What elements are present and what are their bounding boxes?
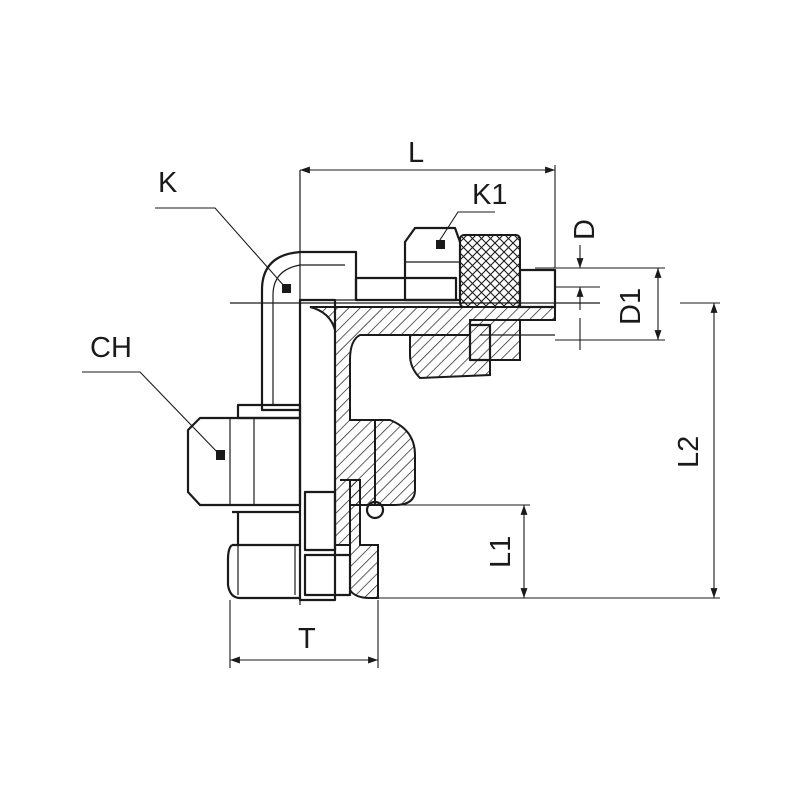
label-D: D <box>569 219 601 240</box>
male-end-collar <box>232 510 300 547</box>
center-lines <box>230 170 600 605</box>
male-end <box>226 544 300 600</box>
k-marker <box>282 284 291 293</box>
label-L2: L2 <box>673 436 705 468</box>
o-ring <box>365 500 385 520</box>
label-D1: D1 <box>615 288 647 325</box>
labels: L K K1 D D1 CH L2 L1 T <box>90 137 705 655</box>
stem-lower-bore <box>303 553 352 597</box>
label-K1: K1 <box>472 179 507 211</box>
elbow-section-hatch <box>309 306 556 546</box>
hex-nut-marker <box>216 450 225 460</box>
male-end-hatch <box>340 479 379 599</box>
collet-release <box>518 268 557 309</box>
label-CH: CH <box>90 332 132 364</box>
label-L: L <box>408 137 424 169</box>
k1-marker <box>436 240 445 249</box>
k-leader <box>155 207 286 288</box>
elbow-outer <box>260 250 358 412</box>
label-T: T <box>298 623 316 655</box>
knurled-collet <box>459 234 521 308</box>
stem-bore <box>303 490 337 552</box>
dimensions <box>82 165 720 668</box>
label-L1: L1 <box>485 536 517 568</box>
label-K: K <box>158 167 178 199</box>
k1-hex-nut <box>403 226 462 302</box>
hex-nut <box>186 416 302 507</box>
ch-leader <box>82 371 221 456</box>
arm-insert <box>468 323 492 362</box>
hex-nut-washer <box>236 403 302 420</box>
k1-leader <box>437 211 495 244</box>
